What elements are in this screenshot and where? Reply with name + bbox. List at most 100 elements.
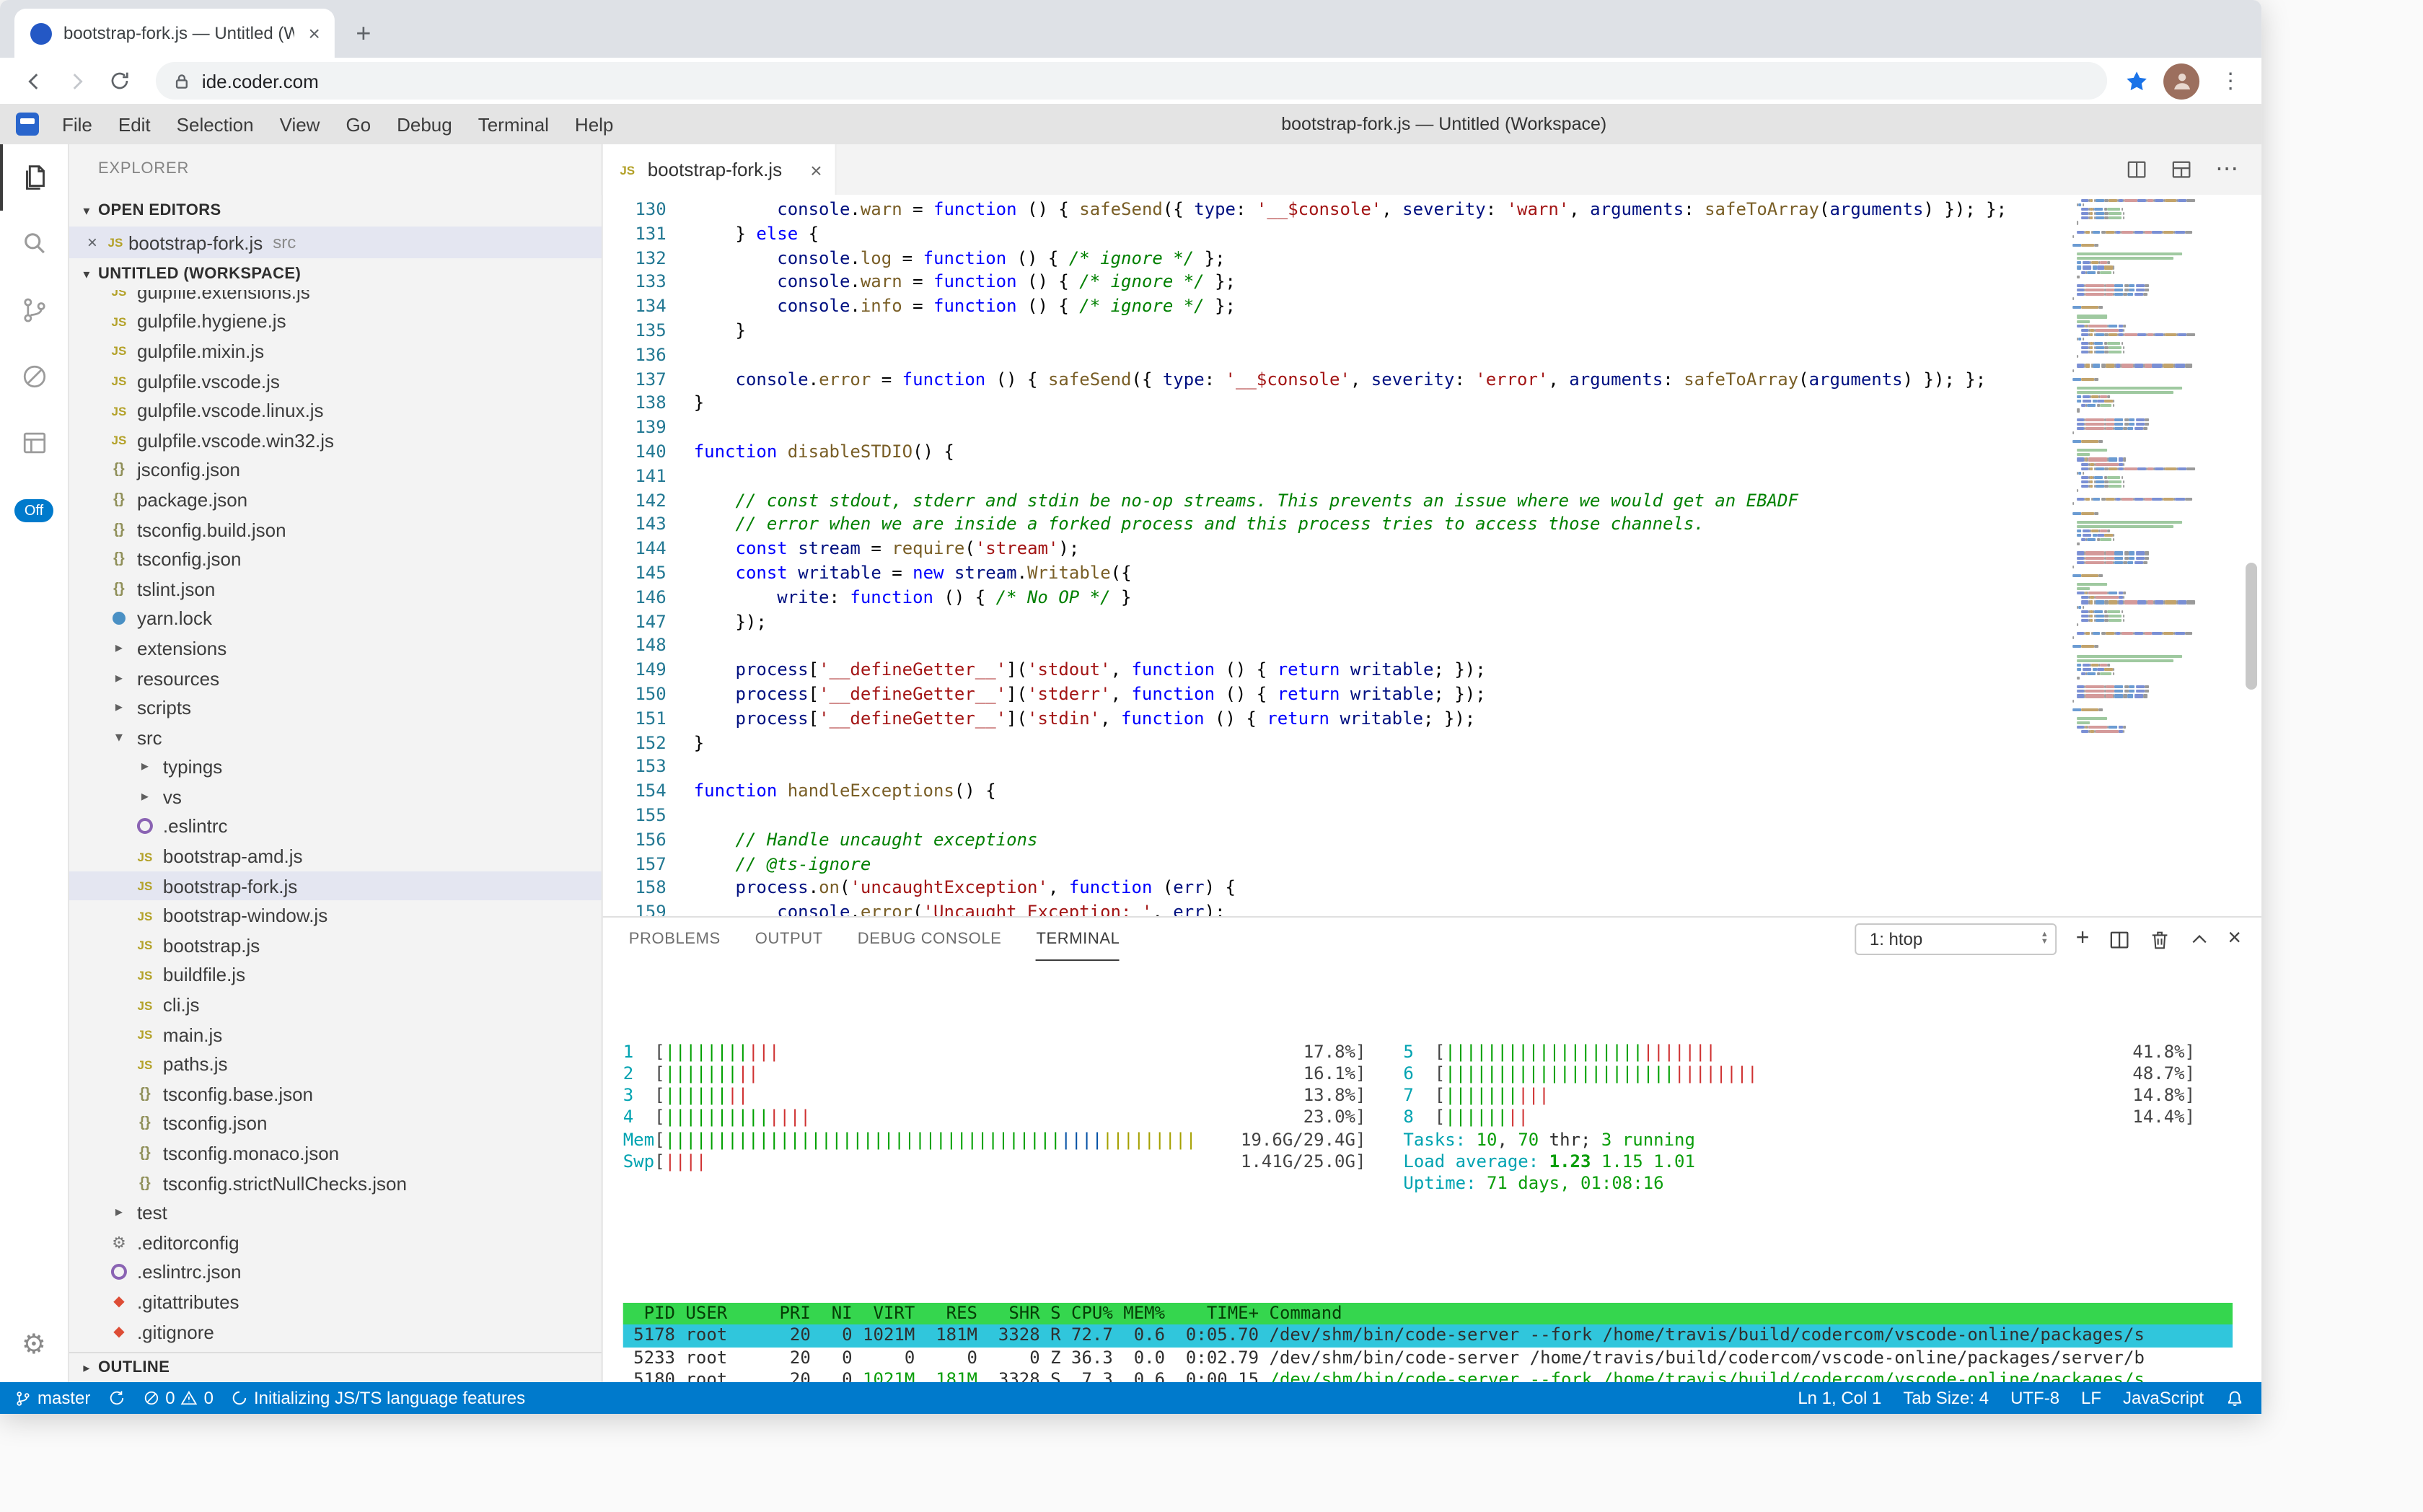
tree-item-yarn.lock[interactable]: yarn.lock (69, 604, 602, 633)
code-line[interactable]: 134 console.info = function () { /* igno… (603, 294, 2072, 319)
code-line[interactable]: 145 const writable = new stream.Writable… (603, 561, 2072, 586)
tree-item-.eslintrc.json[interactable]: .eslintrc.json (69, 1257, 602, 1287)
code-line[interactable]: 132 console.log = function () { /* ignor… (603, 246, 2072, 271)
code-line[interactable]: 137 console.error = function () { safeSe… (603, 367, 2072, 392)
back-icon[interactable] (14, 62, 52, 100)
panel-tab-terminal[interactable]: TERMINAL (1036, 918, 1120, 961)
tree-item-main.js[interactable]: main.js (69, 1020, 602, 1050)
tree-item-test[interactable]: ▸test (69, 1198, 602, 1228)
browser-menu-icon[interactable]: ⋮ (2220, 69, 2242, 94)
code-line[interactable]: 131 } else { (603, 222, 2072, 247)
tree-item-gulpfile.mixin.js[interactable]: gulpfile.mixin.js (69, 336, 602, 366)
close-editor-icon[interactable]: × (87, 232, 97, 252)
new-terminal-icon[interactable]: + (2075, 926, 2090, 951)
new-tab-button[interactable]: + (356, 18, 371, 47)
workspace-header[interactable]: ▾ UNTITLED (WORKSPACE) (69, 258, 602, 290)
outline-header[interactable]: ▸ OUTLINE (69, 1352, 602, 1382)
code-line[interactable]: 150 process['__defineGetter__']('stderr'… (603, 682, 2072, 707)
code-line[interactable]: 146 write: function () { /* No OP */ } (603, 586, 2072, 610)
tree-item-.gitignore[interactable]: .gitignore (69, 1317, 602, 1347)
tree-item-resources[interactable]: ▸resources (69, 663, 602, 693)
tab-close-icon[interactable]: × (308, 22, 320, 45)
tree-item-gulpfile.extensions.js[interactable]: gulpfile.extensions.js (69, 290, 602, 307)
tree-item-.gitattributes[interactable]: .gitattributes (69, 1287, 602, 1317)
tree-item-scripts[interactable]: ▸scripts (69, 693, 602, 723)
tree-item-buildfile.js[interactable]: buildfile.js (69, 960, 602, 990)
browser-tab[interactable]: bootstrap-fork.js — Untitled (W × (14, 9, 335, 58)
code-line[interactable]: 130 console.warn = function () { safeSen… (603, 198, 2072, 222)
menu-terminal[interactable]: Terminal (478, 113, 549, 135)
tree-item-src[interactable]: ▾src (69, 723, 602, 752)
bell-icon[interactable] (2225, 1389, 2244, 1407)
code-line[interactable]: 152} (603, 731, 2072, 755)
tree-item-tslint.json[interactable]: tslint.json (69, 574, 602, 604)
htop-process-row[interactable]: 5180 root 20 0 1021M 181M 3328 S 7.3 0.6… (623, 1368, 2145, 1382)
open-editor-item[interactable]: × bootstrap-fork.js src (69, 227, 602, 258)
tree-item-tsconfig.monaco.json[interactable]: tsconfig.monaco.json (69, 1138, 602, 1168)
editor-tab[interactable]: bootstrap-fork.js × (602, 144, 837, 195)
avatar[interactable] (2163, 63, 2200, 99)
language-status[interactable]: Initializing JS/TS language features (231, 1388, 525, 1408)
code-line[interactable]: 147 }); (603, 610, 2072, 634)
tree-item-paths.js[interactable]: paths.js (69, 1050, 602, 1079)
split-editor-icon[interactable] (2126, 159, 2147, 180)
scrollbar-thumb[interactable] (2246, 563, 2258, 690)
reload-icon[interactable] (101, 62, 138, 100)
tree-item-.editorconfig[interactable]: .editorconfig (69, 1228, 602, 1257)
editor-tab-close-icon[interactable]: × (810, 158, 822, 181)
minimap[interactable] (2072, 195, 2209, 916)
menu-view[interactable]: View (279, 113, 320, 135)
address-bar[interactable]: ide.coder.com (155, 62, 2108, 100)
code-line[interactable]: 149 process['__defineGetter__']('stdout'… (603, 658, 2072, 682)
menu-edit[interactable]: Edit (118, 113, 151, 135)
language-mode[interactable]: JavaScript (2123, 1388, 2204, 1408)
tree-item-.eslintrc[interactable]: .eslintrc (69, 812, 602, 841)
code-line[interactable]: 141 (603, 465, 2072, 489)
tree-item-tsconfig.strictNullChecks.json[interactable]: tsconfig.strictNullChecks.json (69, 1169, 602, 1198)
tree-item-typings[interactable]: ▸typings (69, 752, 602, 782)
htop-process-row[interactable]: 5233 root 20 0 0 0 0 Z 36.3 0.0 0:02.79 … (623, 1347, 2145, 1367)
tree-item-bootstrap-amd.js[interactable]: bootstrap-amd.js (69, 842, 602, 871)
collaboration-off-badge[interactable]: Off (14, 499, 54, 522)
code-line[interactable]: 151 process['__defineGetter__']('stdin',… (603, 706, 2072, 731)
tree-item-tsconfig.json[interactable]: tsconfig.json (69, 1109, 602, 1138)
tree-item-.mention-bot[interactable]: .mention-bot (69, 1347, 602, 1352)
terminal-selector[interactable]: 1: htop ▲▼ (1855, 923, 2057, 955)
tree-item-bootstrap-window.js[interactable]: bootstrap-window.js (69, 901, 602, 931)
code-line[interactable]: 139 (603, 416, 2072, 440)
panel-tab-debug-console[interactable]: DEBUG CONSOLE (857, 931, 1002, 948)
kill-terminal-icon[interactable] (2148, 928, 2170, 950)
tree-item-gulpfile.hygiene.js[interactable]: gulpfile.hygiene.js (69, 307, 602, 336)
code-line[interactable]: 135 } (603, 319, 2072, 343)
code-line[interactable]: 143 // error when we are inside a forked… (603, 513, 2072, 537)
menu-go[interactable]: Go (346, 113, 371, 135)
close-panel-icon[interactable]: × (2228, 926, 2242, 951)
tree-item-extensions[interactable]: ▸extensions (69, 633, 602, 663)
tree-item-tsconfig.base.json[interactable]: tsconfig.base.json (69, 1079, 602, 1109)
code-line[interactable]: 144 const stream = require('stream'); (603, 537, 2072, 561)
code-line[interactable]: 133 console.warn = function () { /* igno… (603, 271, 2072, 295)
source-control-activity-icon[interactable] (0, 277, 69, 343)
encoding[interactable]: UTF-8 (2010, 1388, 2060, 1408)
editor-scrollbar[interactable] (2209, 195, 2261, 916)
open-editors-header[interactable]: ▾ OPEN EDITORS (69, 195, 602, 227)
menu-selection[interactable]: Selection (176, 113, 254, 135)
code-line[interactable]: 136 (603, 343, 2072, 368)
branch-indicator[interactable]: master (14, 1388, 90, 1408)
settings-gear-icon[interactable]: ⚙ (21, 1330, 47, 1361)
tree-item-jsconfig.json[interactable]: jsconfig.json (69, 455, 602, 485)
code-line[interactable]: 159 console.error('Uncaught Exception: '… (603, 900, 2072, 916)
tree-item-gulpfile.vscode.js[interactable]: gulpfile.vscode.js (69, 366, 602, 396)
htop-process-row[interactable]: 5178 root 20 0 1021M 181M 3328 R 72.7 0.… (623, 1324, 2233, 1347)
debug-activity-icon[interactable] (0, 343, 69, 410)
tree-item-gulpfile.vscode.win32.js[interactable]: gulpfile.vscode.win32.js (69, 426, 602, 455)
more-actions-icon[interactable]: ⋯ (2215, 157, 2239, 181)
eol-indicator[interactable]: LF (2081, 1388, 2102, 1408)
tree-item-bootstrap-fork.js[interactable]: bootstrap-fork.js (69, 871, 602, 901)
tree-item-bootstrap.js[interactable]: bootstrap.js (69, 931, 602, 960)
search-activity-icon[interactable] (0, 211, 69, 277)
tree-item-gulpfile.vscode.linux.js[interactable]: gulpfile.vscode.linux.js (69, 396, 602, 426)
cursor-position[interactable]: Ln 1, Col 1 (1798, 1388, 1882, 1408)
